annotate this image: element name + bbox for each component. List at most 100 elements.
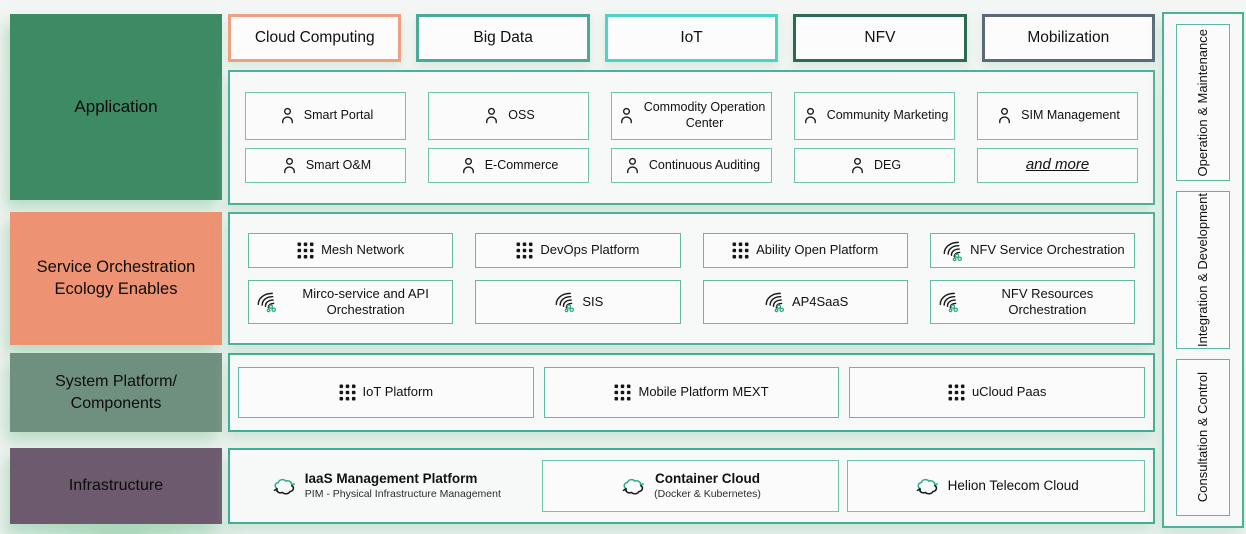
infrastructure-item-iaas: IaaS Management Platform PIM - Physical … <box>238 460 534 512</box>
tab-cloud-computing: Cloud Computing <box>228 14 402 62</box>
item-label: NFV Service Orchestration <box>970 242 1125 258</box>
layer-label-text: System Platform/ Components <box>55 373 177 412</box>
infrastructure-item-helion: Helion Telecom Cloud <box>847 460 1146 512</box>
grid-icon <box>948 384 965 401</box>
orchestration-icon <box>936 290 959 313</box>
application-item: Continuous Auditing <box>611 147 772 183</box>
application-item: Smart Portal <box>245 92 406 140</box>
tab-label: NFV <box>864 29 896 46</box>
layer-label-infrastructure: Infrastructure <box>10 448 222 524</box>
application-item: Community Marketing <box>794 92 955 140</box>
item-title: Helion Telecom Cloud <box>947 477 1079 493</box>
panel-item-label: Operation & Maintenance <box>1195 28 1211 177</box>
layer-label-service-orchestration: Service Orchestration Ecology Enables <box>10 212 222 345</box>
cloud-sync-icon <box>620 476 647 497</box>
tab-mobilization: Mobilization <box>981 14 1156 62</box>
item-label: Mobile Platform MEXT <box>638 384 769 400</box>
service-item: NFV Resources Orchestration <box>929 279 1135 324</box>
layer-label-system-platform: System Platform/ Components <box>10 353 222 432</box>
domain-tabs: Cloud Computing Big Data IoT NFV Mobiliz… <box>228 14 1156 62</box>
item-label: Community Marketing <box>826 108 949 122</box>
lifecycle-panel: Operation & Maintenance Integration & De… <box>1162 12 1244 528</box>
orchestration-icon <box>254 290 277 313</box>
application-item: Smart O&M <box>245 147 406 183</box>
tab-big-data: Big Data <box>416 14 590 62</box>
application-item: SIM Management <box>977 92 1138 140</box>
application-item: OSS <box>428 92 589 140</box>
user-icon <box>801 106 820 125</box>
item-label: Continuous Auditing <box>648 157 761 172</box>
panel-item-label: Integration & Development <box>1195 193 1211 347</box>
application-item: E-Commerce <box>428 147 589 183</box>
item-label: DEG <box>873 157 902 172</box>
user-icon <box>280 156 299 175</box>
application-item: DEG <box>794 147 955 183</box>
item-label: SIM Management <box>1021 108 1120 122</box>
cloud-sync-icon <box>914 476 941 497</box>
service-item: Mirco-service and API Orchestration <box>248 279 454 324</box>
system-item: uCloud Paas <box>849 367 1146 418</box>
system-item: Mobile Platform MEXT <box>543 367 840 418</box>
item-label: Ability Open Platform <box>756 242 879 258</box>
application-item-and-more: and more <box>977 147 1138 183</box>
user-icon <box>617 106 636 125</box>
item-label: Mesh Network <box>321 242 405 258</box>
tab-label: Mobilization <box>1027 29 1110 46</box>
item-label: SIS <box>582 293 604 309</box>
system-item: IoT Platform <box>238 367 534 418</box>
item-label: Mirco-service and API Orchestration <box>302 285 429 317</box>
item-label: AP4SaaS <box>791 293 849 309</box>
application-container: Smart Portal OSS Commodity Operation Cen… <box>228 70 1155 205</box>
service-item: SIS <box>475 279 681 324</box>
user-icon <box>623 156 642 175</box>
tab-label: Big Data <box>473 29 533 46</box>
service-orchestration-container: Mesh Network DevOps Platform Ability Ope… <box>228 212 1155 345</box>
item-label: Commodity Operation Center <box>643 100 766 130</box>
infrastructure-item-container-cloud: Container Cloud (Docker & Kubernetes) <box>541 460 840 512</box>
item-title: Container Cloud <box>655 471 760 487</box>
layer-label-text: Infrastructure <box>68 477 164 495</box>
item-subtitle: PIM - Physical Infrastructure Management <box>304 488 501 501</box>
item-label: Smart Portal <box>303 108 374 122</box>
item-label: OSS <box>508 108 535 122</box>
layer-label-application: Application <box>10 14 222 200</box>
infrastructure-container: IaaS Management Platform PIM - Physical … <box>228 448 1155 524</box>
user-icon <box>848 156 867 175</box>
item-label: NFV Resources Orchestration <box>1001 285 1094 317</box>
system-platform-container: IoT Platform Mobile Platform MEXT uCloud… <box>228 353 1155 432</box>
item-label: DevOps Platform <box>540 242 640 258</box>
user-icon <box>482 106 501 125</box>
orchestration-icon <box>762 290 785 313</box>
panel-item-operation-maintenance: Operation & Maintenance <box>1176 24 1230 182</box>
service-item: NFV Service Orchestration <box>929 233 1135 268</box>
service-item: Ability Open Platform <box>702 233 908 268</box>
service-item: AP4SaaS <box>702 279 908 324</box>
cloud-sync-icon <box>271 476 298 497</box>
tab-iot: IoT <box>604 14 779 62</box>
service-item: Mesh Network <box>248 233 454 268</box>
orchestration-icon <box>552 290 575 313</box>
item-label: uCloud Paas <box>971 384 1047 400</box>
grid-icon <box>516 242 533 259</box>
item-label: IoT Platform <box>362 384 434 400</box>
user-icon <box>278 106 297 125</box>
item-label: Smart O&M <box>305 157 372 172</box>
grid-icon <box>339 384 356 401</box>
item-label: and more <box>1025 155 1090 173</box>
panel-item-integration-development: Integration & Development <box>1176 191 1230 349</box>
grid-icon <box>297 242 314 259</box>
panel-item-label: Consultation & Control <box>1195 372 1211 503</box>
grid-icon <box>732 242 749 259</box>
service-item: DevOps Platform <box>475 233 681 268</box>
tab-label: IoT <box>680 29 703 46</box>
tab-nfv: NFV <box>793 14 967 62</box>
panel-item-consultation-control: Consultation & Control <box>1176 358 1230 516</box>
grid-icon <box>614 384 631 401</box>
user-icon <box>995 106 1014 125</box>
layer-label-text: Service Orchestration Ecology Enables <box>36 257 196 298</box>
application-item: Commodity Operation Center <box>611 92 772 140</box>
item-subtitle: (Docker & Kubernetes) <box>654 488 761 501</box>
user-icon <box>459 156 478 175</box>
item-title: IaaS Management Platform <box>304 471 478 487</box>
